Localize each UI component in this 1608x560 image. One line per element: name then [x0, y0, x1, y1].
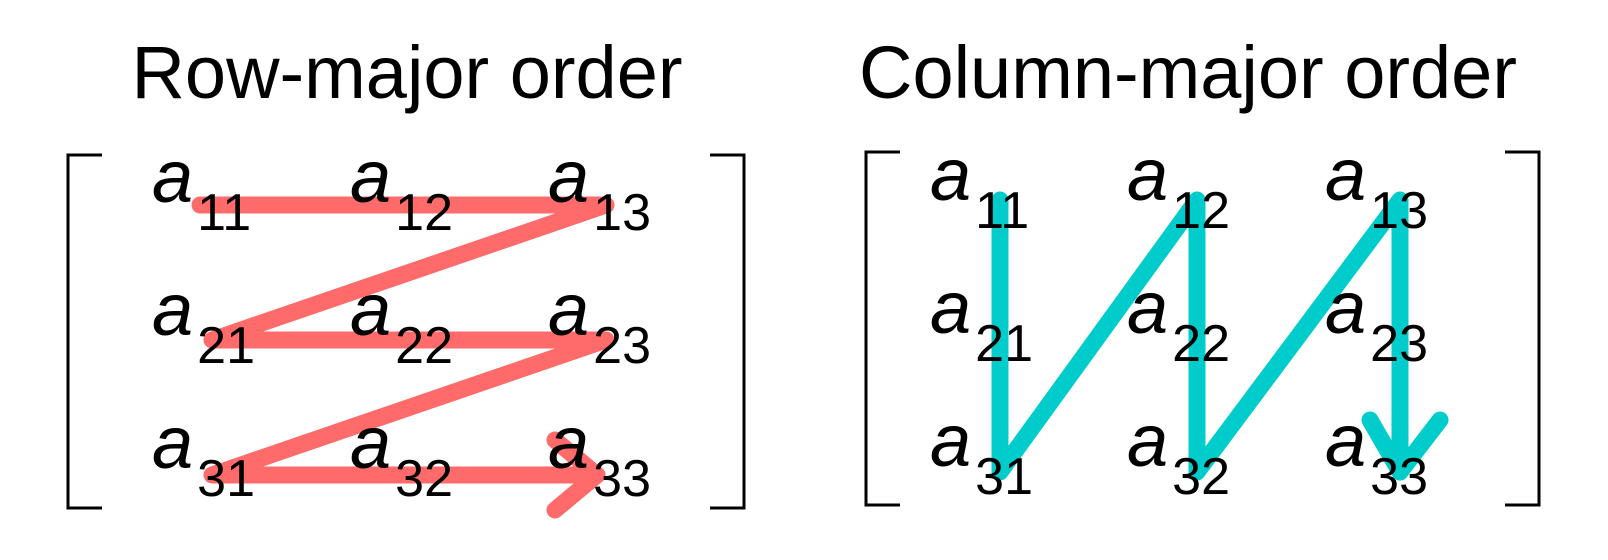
- matrix-element-23: a23: [548, 268, 651, 375]
- element-base: a: [548, 268, 589, 351]
- matrix-element-32: a32: [1127, 399, 1230, 506]
- matrix-element-33: a33: [1325, 399, 1428, 506]
- element-subscript: 13: [1370, 182, 1428, 240]
- row-major-traversal-path: [191, 196, 615, 484]
- element-base: a: [152, 268, 193, 351]
- matrix-element-11: a11: [930, 133, 1029, 240]
- matrix-element-21: a21: [930, 266, 1033, 373]
- matrix-element-11: a11: [152, 135, 251, 242]
- matrix-element-13: a13: [1325, 133, 1428, 240]
- element-subscript: 32: [1172, 448, 1230, 506]
- element-subscript: 23: [593, 317, 651, 375]
- element-base: a: [350, 268, 391, 351]
- element-subscript: 13: [593, 184, 651, 242]
- element-subscript: 31: [197, 450, 255, 508]
- element-base: a: [930, 266, 971, 349]
- right-bracket: [1505, 150, 1541, 507]
- matrix-element-33: a33: [548, 401, 651, 508]
- element-subscript: 33: [593, 450, 651, 508]
- matrix-element-32: a32: [350, 401, 453, 508]
- element-subscript: 22: [395, 317, 453, 375]
- matrix-element-12: a12: [1127, 133, 1230, 240]
- left-bracket: [864, 150, 900, 507]
- right-bracket: [710, 153, 746, 510]
- left-bracket: [66, 153, 102, 510]
- element-base: a: [350, 135, 391, 218]
- element-base: a: [1325, 133, 1366, 216]
- element-base: a: [1127, 133, 1168, 216]
- row-major-title: Row-major order: [131, 31, 682, 114]
- element-subscript: 11: [197, 184, 251, 242]
- column-major-arrowhead: [1361, 411, 1449, 481]
- matrix-element-31: a31: [152, 401, 255, 508]
- element-subscript: 22: [1172, 315, 1230, 373]
- matrix-element-12: a12: [350, 135, 453, 242]
- element-subscript: 12: [395, 184, 453, 242]
- element-subscript: 11: [975, 182, 1029, 240]
- element-subscript: 12: [1172, 182, 1230, 240]
- element-subscript: 21: [197, 317, 255, 375]
- column-major-traversal-path: [991, 191, 1409, 481]
- element-base: a: [548, 135, 589, 218]
- matrix-element-23: a23: [1325, 266, 1428, 373]
- matrix-element-31: a31: [930, 399, 1033, 506]
- matrix-element-22: a22: [350, 268, 453, 375]
- element-base: a: [930, 399, 971, 482]
- matrix-element-21: a21: [152, 268, 255, 375]
- element-base: a: [1127, 399, 1168, 482]
- element-base: a: [152, 401, 193, 484]
- column-major-title: Column-major order: [859, 31, 1517, 114]
- element-subscript: 21: [975, 315, 1033, 373]
- element-base: a: [350, 401, 391, 484]
- element-subscript: 32: [395, 450, 453, 508]
- row-major-arrowhead: [546, 431, 606, 519]
- element-subscript: 31: [975, 448, 1033, 506]
- element-base: a: [1127, 266, 1168, 349]
- element-base: a: [548, 401, 589, 484]
- element-base: a: [152, 135, 193, 218]
- element-subscript: 23: [1370, 315, 1428, 373]
- matrix-element-22: a22: [1127, 266, 1230, 373]
- element-base: a: [1325, 399, 1366, 482]
- element-base: a: [930, 133, 971, 216]
- element-subscript: 33: [1370, 448, 1428, 506]
- element-base: a: [1325, 266, 1366, 349]
- matrix-element-13: a13: [548, 135, 651, 242]
